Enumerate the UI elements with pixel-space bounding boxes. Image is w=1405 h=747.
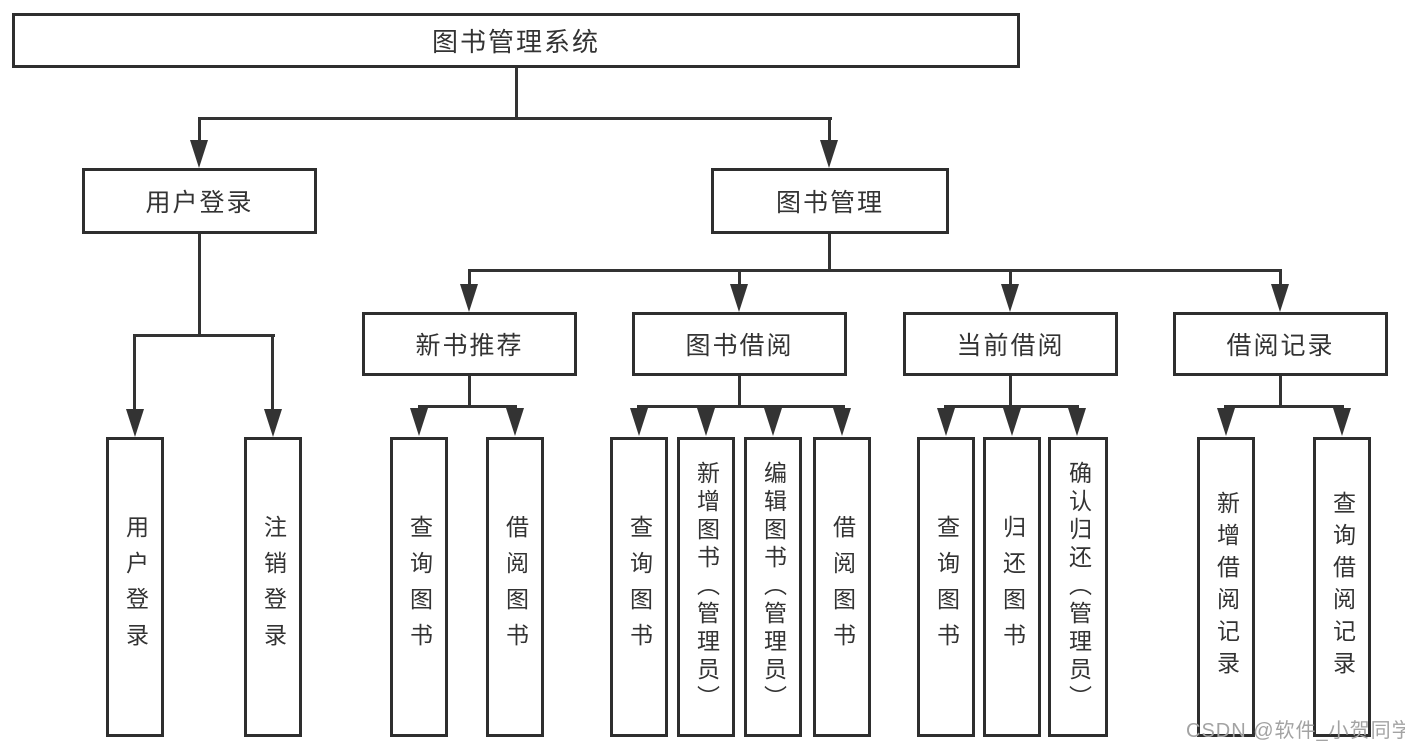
connector-records-trunk [1279,376,1282,407]
node-current-borrow-label: 当前借阅 [956,332,1065,360]
connector-borrow-trunk [738,376,741,407]
arrowhead-to-login [190,140,208,168]
node-book-borrow-label: 图书借阅 [685,332,794,360]
leaf-confirm-return-admin-label: 确认归还（管理员） [1065,461,1092,713]
leaf-return-books: 归还图书 [983,437,1041,737]
arrowhead-to-borrow [730,284,748,312]
leaf-current-query-books-label: 查询图书 [933,515,960,659]
arrowhead-records-child-1 [1217,408,1235,436]
node-user-login-group: 用户登录 [82,168,317,234]
arrowhead-login-child-1 [126,409,144,437]
leaf-logout: 注销登录 [244,437,302,737]
connector-management-trunk [828,234,831,271]
connector-stub-management [828,117,831,143]
connector-current-rail [944,405,1079,408]
leaf-borrow-books: 借阅图书 [813,437,871,737]
leaf-logout-label: 注销登录 [260,515,287,659]
leaf-query-borrow-record: 查询借阅记录 [1313,437,1371,737]
node-book-management-group: 图书管理 [711,168,949,234]
leaf-recommend-borrow-books: 借阅图书 [486,437,544,737]
leaf-add-borrow-record: 新增借阅记录 [1197,437,1255,737]
node-book-management-group-label: 图书管理 [775,189,884,217]
leaf-borrow-query-books: 查询图书 [610,437,668,737]
connector-recommend-trunk [468,376,471,407]
arrowhead-to-management [820,140,838,168]
arrowhead-recommend-child-2 [506,408,524,436]
arrowhead-to-current [1001,284,1019,312]
node-current-borrow: 当前借阅 [903,312,1118,376]
connector-borrow-rail [637,405,845,408]
connector-login-trunk [198,234,201,336]
connector-records-rail [1224,405,1344,408]
leaf-confirm-return-admin: 确认归还（管理员） [1048,437,1108,737]
leaf-edit-books-admin-label: 编辑图书（管理员） [760,461,787,713]
arrowhead-to-recommend [460,284,478,312]
connector-stub-current [1009,269,1012,284]
connector-level2-rail [198,117,832,120]
connector-stub-borrow [738,269,741,284]
arrowhead-to-records [1271,284,1289,312]
leaf-add-books-admin-label: 新增图书（管理员） [693,461,720,713]
csdn-watermark: CSDN @软件_小贺同学 [1186,720,1405,742]
node-new-book-recommend-label: 新书推荐 [415,332,524,360]
connector-stub-recommend [468,269,471,284]
connector-stub-login [198,117,201,143]
connector-current-trunk [1009,376,1012,407]
connector-stub-records [1279,269,1282,284]
connector-recommend-rail [418,405,517,408]
arrowhead-current-child-3 [1068,408,1086,436]
arrowhead-borrow-child-3 [764,408,782,436]
leaf-user-login: 用户登录 [106,437,164,737]
node-user-login-group-label: 用户登录 [145,189,254,217]
arrowhead-borrow-child-1 [630,408,648,436]
leaf-add-borrow-record-label: 新增借阅记录 [1213,491,1240,683]
leaf-recommend-borrow-books-label: 借阅图书 [502,515,529,659]
connector-level3-rail [468,269,1282,272]
leaf-edit-books-admin: 编辑图书（管理员） [744,437,802,737]
node-borrow-records: 借阅记录 [1173,312,1388,376]
leaf-add-books-admin: 新增图书（管理员） [677,437,735,737]
connector-stub-login-child-1 [133,334,136,409]
node-root-label: 图书管理系统 [431,27,600,57]
node-borrow-records-label: 借阅记录 [1226,332,1335,360]
arrowhead-borrow-child-4 [833,408,851,436]
connector-login-rail [133,334,275,337]
leaf-return-books-label: 归还图书 [999,515,1026,659]
arrowhead-recommend-child-1 [410,408,428,436]
leaf-recommend-query-books: 查询图书 [390,437,448,737]
leaf-user-login-label: 用户登录 [122,515,149,659]
leaf-borrow-query-books-label: 查询图书 [626,515,653,659]
arrowhead-borrow-child-2 [697,408,715,436]
arrowhead-current-child-1 [937,408,955,436]
leaf-current-query-books: 查询图书 [917,437,975,737]
node-book-borrow: 图书借阅 [632,312,847,376]
leaf-recommend-query-books-label: 查询图书 [406,515,433,659]
node-root-system: 图书管理系统 [12,13,1020,68]
connector-root-trunk [515,68,518,119]
arrowhead-login-child-2 [264,409,282,437]
leaf-borrow-books-label: 借阅图书 [829,515,856,659]
node-new-book-recommend: 新书推荐 [362,312,577,376]
arrowhead-records-child-2 [1333,408,1351,436]
arrowhead-current-child-2 [1003,408,1021,436]
connector-stub-login-child-2 [271,334,274,409]
leaf-query-borrow-record-label: 查询借阅记录 [1329,491,1356,683]
